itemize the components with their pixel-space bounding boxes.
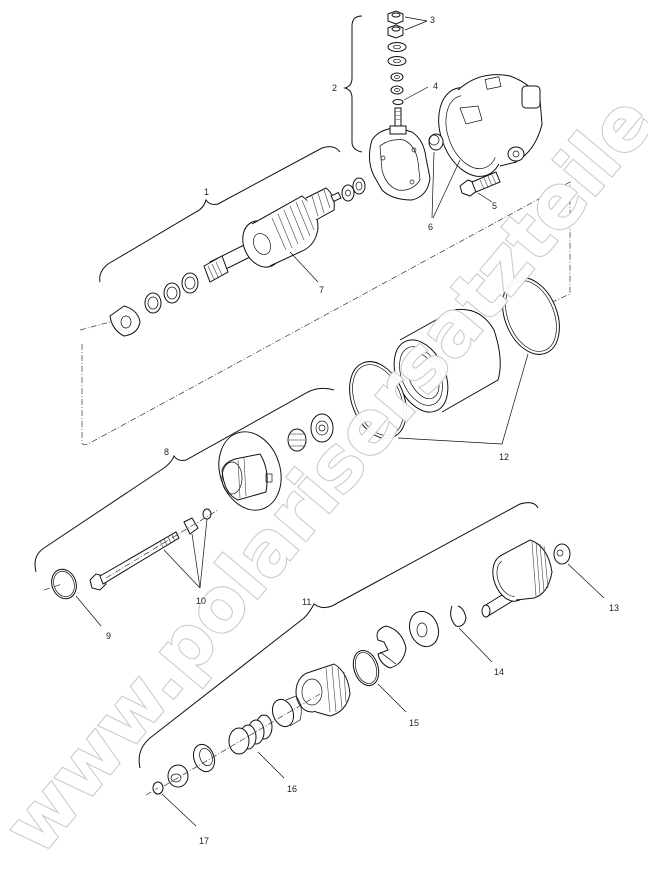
- callout-10: 10: [196, 596, 206, 606]
- drive-end-housing: [218, 431, 282, 511]
- callout-12: 12: [499, 452, 509, 462]
- end-cover-housing: [438, 74, 543, 177]
- pinion-gear: [295, 663, 351, 717]
- through-bolt-long: [89, 508, 219, 591]
- callout-11: 11: [302, 597, 311, 607]
- callout-7: 7: [319, 285, 324, 295]
- oil-seal: [310, 413, 334, 443]
- armature: [203, 187, 342, 283]
- callout-9: 9: [106, 631, 111, 641]
- washer-13: [553, 543, 605, 599]
- callout-labels: 1 2 3 4 5 6 7 8 9 10 11 12 13 14 15 16 1…: [106, 15, 619, 846]
- callout-5: 5: [492, 201, 497, 211]
- armature-washers-right: [341, 177, 366, 202]
- stop-collar: [167, 764, 189, 788]
- thrust-washer: [408, 610, 440, 648]
- callout-15: 15: [409, 718, 419, 728]
- needle-bearing: [287, 428, 307, 452]
- callout-14: 14: [494, 667, 504, 677]
- callout-1: 1: [204, 187, 209, 197]
- bracket-group-1: [99, 146, 341, 283]
- o-ring-pair: [349, 277, 560, 445]
- shift-collar: [376, 625, 407, 669]
- through-bolt-short: [459, 171, 501, 203]
- field-frame: [393, 308, 501, 413]
- snap-ring-14: [450, 605, 493, 663]
- bracket-group-8: [34, 387, 335, 573]
- ring-15: [352, 649, 407, 713]
- bracket-group-11: [138, 502, 539, 769]
- sleeve: [271, 695, 302, 728]
- armature-washers-left: [79, 272, 199, 337]
- callout-17: 17: [199, 836, 209, 846]
- spring-cup: [192, 743, 216, 773]
- callout-2: 2: [332, 83, 337, 93]
- callout-4: 4: [433, 81, 438, 91]
- callout-6: 6: [428, 222, 433, 232]
- callout-16: 16: [287, 784, 297, 794]
- overrunning-clutch-shaft: [481, 539, 553, 618]
- bushing: [428, 133, 461, 219]
- alignment-guide-upper: [81, 181, 571, 446]
- callout-8: 8: [164, 447, 169, 457]
- callout-3: 3: [430, 15, 435, 25]
- bracket-group-2: [343, 15, 363, 153]
- o-ring-9: [43, 568, 102, 627]
- snap-ring-17: [145, 693, 321, 827]
- callout-13: 13: [609, 603, 619, 613]
- spring-16: [228, 714, 285, 779]
- brush-plate: [368, 125, 431, 201]
- nut-washer-stack: [387, 10, 429, 129]
